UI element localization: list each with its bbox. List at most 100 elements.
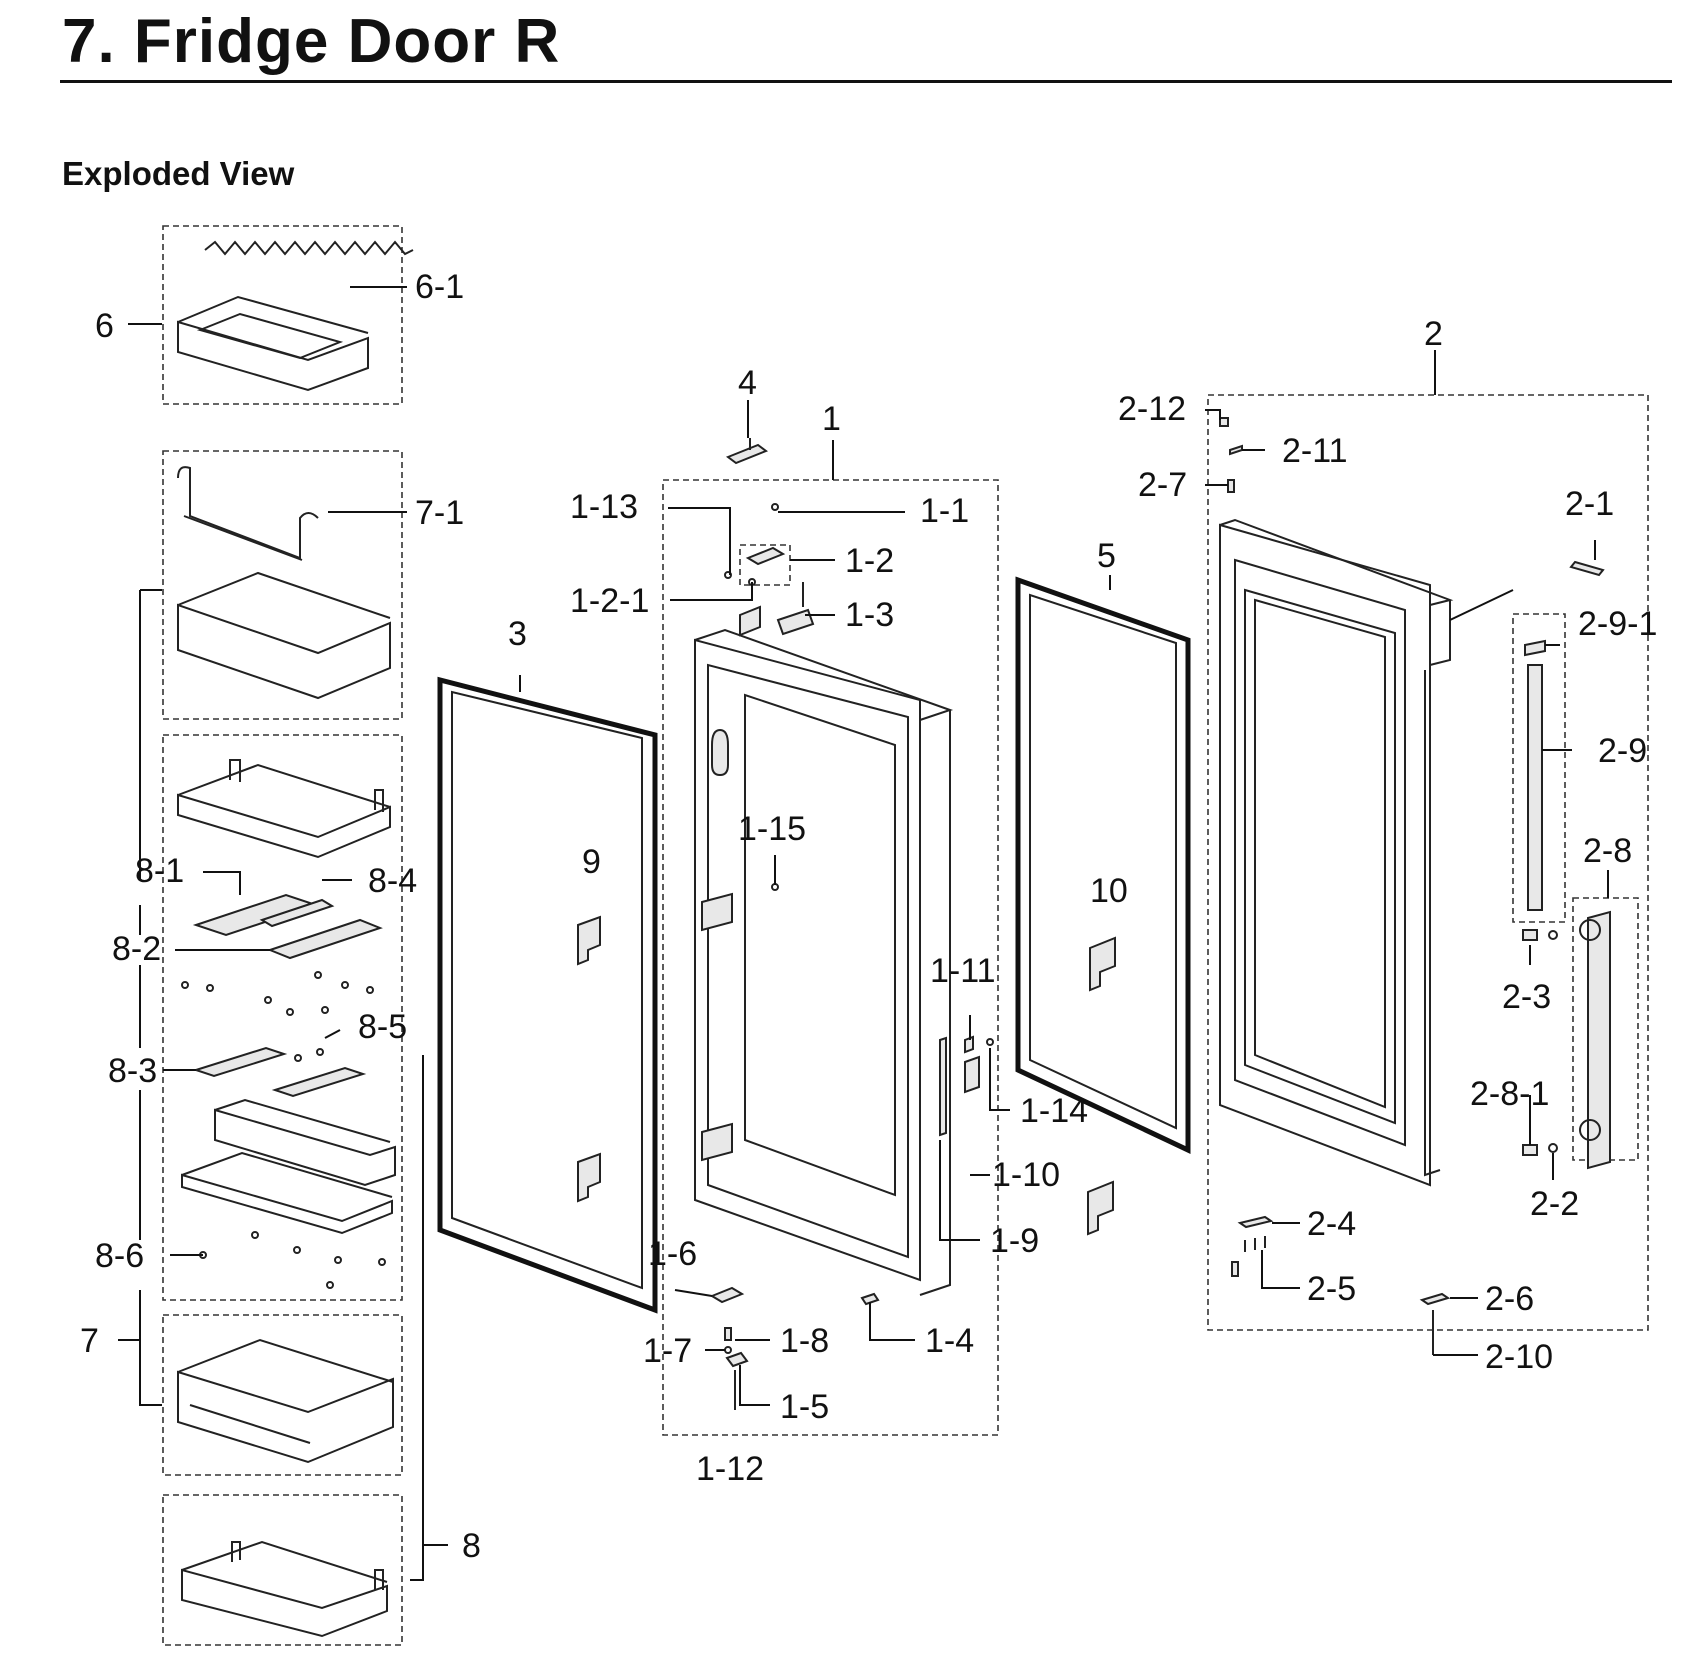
callout-1-11: 1-11 xyxy=(930,952,996,990)
part-2-4 xyxy=(1237,1215,1274,1229)
title-rule xyxy=(60,80,1672,83)
part-9-brackets xyxy=(577,915,601,1203)
section-subtitle: Exploded View xyxy=(62,155,295,192)
part-7-upper-bin xyxy=(177,571,391,700)
callout-1-9: 1-9 xyxy=(990,1222,1039,1260)
callout-1-14: 1-14 xyxy=(1020,1092,1088,1130)
callout-8-2: 8-2 xyxy=(112,930,161,968)
callout-1-2: 1-2 xyxy=(845,542,894,580)
callout-2-11: 2-11 xyxy=(1282,432,1348,470)
part-1-8 xyxy=(724,1327,732,1341)
callout-3: 3 xyxy=(508,615,527,653)
callout-10: 10 xyxy=(1090,872,1128,910)
group-box-2-9 xyxy=(1512,613,1566,923)
part-2-11 xyxy=(1229,444,1243,456)
group-box-6 xyxy=(162,225,403,405)
callout-1-7: 1-7 xyxy=(643,1332,692,1370)
part-1-2 xyxy=(745,546,786,566)
part-2-9 xyxy=(1527,664,1543,911)
callout-labels: 6 6-1 7-1 8-1 8-4 8-2 8-5 8-3 8-6 7 8 3 … xyxy=(80,268,1657,1565)
callout-5: 5 xyxy=(1097,537,1116,575)
callout-6: 6 xyxy=(95,307,114,345)
group-box-1 xyxy=(662,479,999,1436)
part-6-1-spring xyxy=(204,240,414,256)
callout-1-3: 1-3 xyxy=(845,596,894,634)
callout-8: 8 xyxy=(462,1527,481,1565)
part-1-10 xyxy=(964,1055,980,1094)
callout-1-2-1: 1-2-1 xyxy=(570,582,649,620)
part-1-small-parts xyxy=(709,503,994,1410)
part-2-2 xyxy=(1548,1143,1558,1153)
part-6-bin xyxy=(177,240,414,392)
callout-2-3: 2-3 xyxy=(1502,978,1551,1016)
group-box-1-2 xyxy=(739,544,791,586)
part-2-5 xyxy=(1244,1236,1266,1252)
part-1-14 xyxy=(986,1038,994,1046)
callout-1: 1 xyxy=(822,400,841,438)
callout-2: 2 xyxy=(1424,315,1443,353)
part-2-small-parts xyxy=(1219,417,1611,1355)
part-8-shelf-upper xyxy=(177,759,391,859)
callout-8-5: 8-5 xyxy=(358,1008,407,1046)
callout-8-1: 8-1 xyxy=(135,852,184,890)
part-2-outer-door xyxy=(1219,518,1454,1187)
part-1-5 xyxy=(725,1351,749,1368)
callout-2-9: 2-9 xyxy=(1598,732,1647,770)
part-1-4 xyxy=(860,1292,880,1306)
callout-2-12: 2-12 xyxy=(1118,390,1186,428)
callout-1-1: 1-1 xyxy=(920,492,969,530)
part-3-gasket xyxy=(437,676,658,1314)
callout-2-10: 2-10 xyxy=(1485,1338,1553,1376)
part-1-1 xyxy=(771,503,779,511)
part-2-8 xyxy=(1587,910,1611,1170)
callout-2-9-1: 2-9-1 xyxy=(1578,605,1657,643)
part-2-8-1 xyxy=(1522,1144,1538,1156)
callout-1-15: 1-15 xyxy=(738,810,806,848)
callout-1-5: 1-5 xyxy=(780,1388,829,1426)
part-8-5-plate xyxy=(271,1048,367,1098)
callout-1-8: 1-8 xyxy=(780,1322,829,1360)
group-box-8 xyxy=(162,734,403,1301)
callout-2-6: 2-6 xyxy=(1485,1280,1534,1318)
callout-8-6: 8-6 xyxy=(95,1237,144,1275)
page-title: 7. Fridge Door R xyxy=(62,7,561,76)
part-8-6-screws xyxy=(199,1231,386,1289)
group-box-8-lower xyxy=(162,1494,403,1646)
group-box-7-lower xyxy=(162,1314,403,1476)
group-box-2 xyxy=(1207,394,1649,1331)
part-8-lower-shelf xyxy=(181,1540,388,1638)
part-8-bracket-assembly xyxy=(214,1098,396,1187)
part-2-3 xyxy=(1522,929,1538,941)
callout-1-6: 1-6 xyxy=(648,1235,697,1273)
callout-8-4: 8-4 xyxy=(368,862,417,900)
group-box-2-8 xyxy=(1572,897,1639,1161)
callout-7-1: 7-1 xyxy=(415,494,464,532)
part-7-1-bar xyxy=(177,466,319,561)
callout-6-1: 6-1 xyxy=(415,268,464,306)
part-1-door-liner xyxy=(694,605,954,1296)
part-2-1 xyxy=(1569,560,1605,577)
callout-2-7: 2-7 xyxy=(1138,466,1187,504)
part-8-screws xyxy=(181,971,374,1016)
part-8-tray xyxy=(181,1151,393,1235)
part-8-2-plate xyxy=(267,918,383,960)
callout-1-13: 1-13 xyxy=(570,488,638,526)
leader-lines xyxy=(118,286,1609,1581)
callout-1-12: 1-12 xyxy=(696,1450,764,1488)
part-1-9 xyxy=(939,1036,947,1137)
part-2-12 xyxy=(1219,417,1229,427)
part-5-gasket xyxy=(1015,576,1191,1154)
part-1-7 xyxy=(724,1346,732,1354)
callout-7: 7 xyxy=(80,1322,99,1360)
callout-4: 4 xyxy=(738,364,757,402)
part-8-4-block xyxy=(259,898,335,928)
callout-2-2: 2-2 xyxy=(1530,1185,1579,1223)
callout-2-8: 2-8 xyxy=(1583,832,1632,870)
group-box-7-upper xyxy=(162,450,403,720)
part-2-9-1 xyxy=(1524,639,1546,657)
part-10-pads xyxy=(1087,936,1116,1236)
part-2-7 xyxy=(1227,479,1235,493)
callout-2-8-1: 2-8-1 xyxy=(1470,1075,1549,1113)
part-7-lower-bin xyxy=(177,1338,394,1464)
